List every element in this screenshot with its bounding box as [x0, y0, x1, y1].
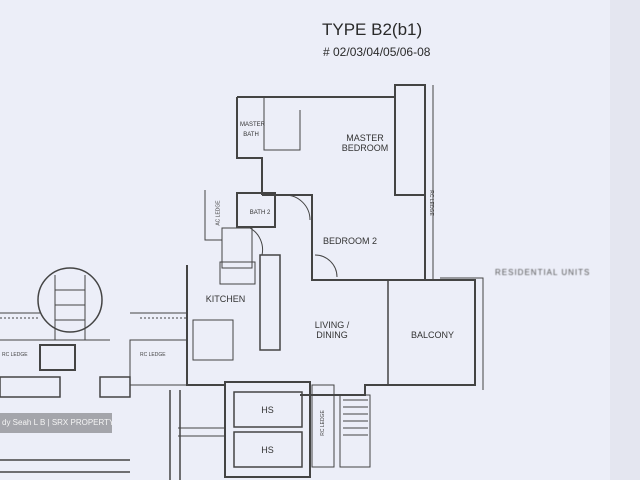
room-label-living-dining: LIVING / DINING: [314, 320, 350, 340]
ledge-label: AC LEDGE: [215, 200, 222, 226]
scan-edge: [610, 0, 640, 480]
room-label-bedroom2: BEDROOM 2: [322, 236, 377, 246]
unit-numbers: # 02/03/04/05/06-08: [323, 45, 431, 59]
watermark: dy Seah L B | SRX PROPERTY: [0, 413, 112, 433]
room-label-hs: HS: [261, 405, 274, 415]
room-label-bath2: BATH 2: [249, 210, 271, 216]
unit-type-title: TYPE B2(b1): [322, 20, 423, 39]
ledge-label: RC LEDGE: [427, 190, 434, 216]
room-label-master-bath: MASTER BATH: [240, 122, 266, 138]
room-label-balcony: BALCONY: [410, 330, 454, 340]
ledge-label: RC LEDGE: [2, 352, 28, 358]
ledge-label: RC LEDGE: [319, 410, 326, 436]
room-label-kitchen: KITCHEN: [205, 294, 246, 304]
room-label-hs: HS: [261, 445, 274, 455]
room-label-master-bedroom: MASTER BEDROOM: [341, 133, 389, 153]
side-note: RESIDENTIAL UNITS: [495, 268, 591, 277]
ledge-label: RC LEDGE: [140, 352, 166, 358]
